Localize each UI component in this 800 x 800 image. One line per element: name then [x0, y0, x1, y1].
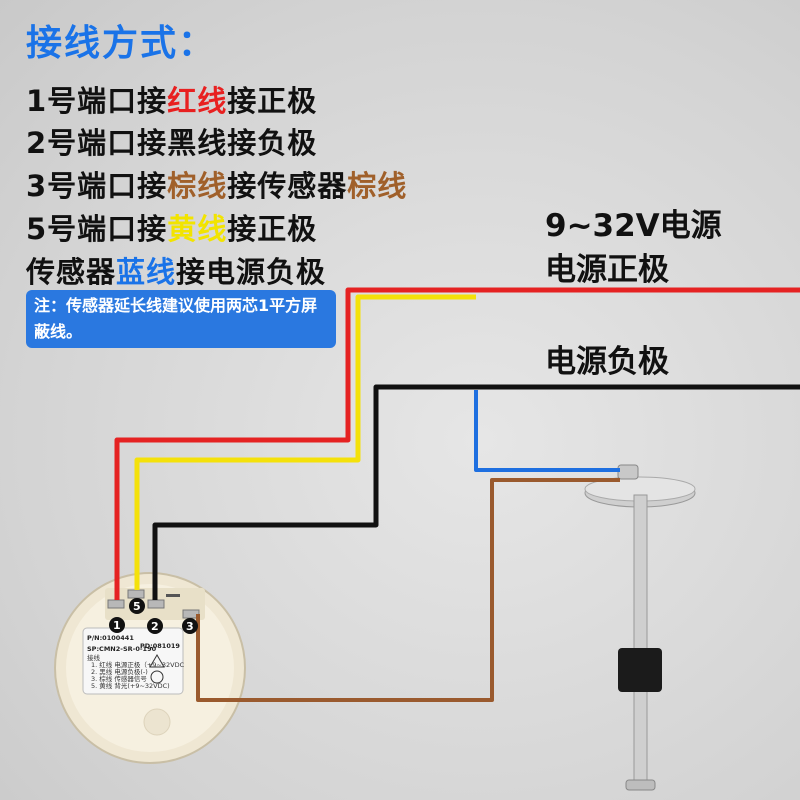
- wiring-step-3: 3号端口接棕线接传感器棕线: [26, 163, 407, 205]
- gauge-sp: SP:CMN2-SR-0-190: [87, 645, 157, 653]
- power-voltage-label: 9~32V电源: [545, 208, 722, 244]
- gauge-notes-title: 接线: [87, 653, 101, 662]
- step-wire-color: 黑线: [167, 126, 228, 160]
- ce-mark-icon: [150, 670, 164, 684]
- terminal-badge-label: 2: [151, 620, 159, 633]
- terminal-badges: 1 5 2 3: [109, 598, 198, 634]
- gauge-note-line: 2. 黑线 电源负极(-): [91, 667, 148, 676]
- terminal-badge-3: [182, 618, 198, 634]
- step-wire-color: 红线: [167, 84, 228, 118]
- gauge-mount-hole: [143, 708, 171, 736]
- step-text: 1号端口接: [26, 84, 168, 118]
- step-wire-color: 黄线: [167, 212, 228, 246]
- terminal-badge-label: 1: [113, 619, 121, 632]
- blue-wire: [474, 390, 620, 472]
- yellow-wire: [134, 294, 476, 590]
- terminal-1: [107, 599, 125, 609]
- step-wire-color: 蓝线: [116, 255, 177, 289]
- sensor-float: [618, 648, 662, 692]
- sensor-cable-gland: [617, 464, 639, 480]
- step-text: 传感器: [26, 255, 117, 289]
- level-sensor: [584, 464, 696, 791]
- power-negative-label: 电源负极: [545, 344, 669, 380]
- terminal-badge-label: 5: [133, 600, 141, 613]
- red-wire: [114, 287, 800, 600]
- gauge-note-line: 1. 红线 电源正极（+9~32VDC: [91, 660, 185, 669]
- gauge-note-line: 3. 棕线 传感器信号: [91, 674, 147, 683]
- gauge-pn: P/N:0100441: [87, 634, 134, 642]
- wiring-step-5: 5号端口接黄线接正极: [26, 206, 317, 248]
- gauge-pd: PD:081019: [140, 642, 180, 650]
- step-wire-color: 棕线: [347, 169, 408, 203]
- step-text: 接正极: [227, 84, 318, 118]
- step-text: 3号端口接: [26, 169, 168, 203]
- step-text: 接传感器: [227, 169, 348, 203]
- terminal-badge-5: [129, 598, 145, 614]
- page-title: 接线方式：: [26, 23, 217, 64]
- wires: [114, 287, 800, 702]
- gauge: P/N:0100441 PD:081019 SP:CMN2-SR-0-190 接…: [54, 572, 246, 764]
- note-box: 注：传感器延长线建议使用两芯1平方屏蔽线。: [26, 290, 336, 348]
- step-text: 接电源负极: [176, 255, 327, 289]
- terminal-5: [127, 589, 145, 599]
- gauge-note-line: 5. 黄线 背光(+9~32VDC): [91, 681, 170, 690]
- recycle-icon: [149, 654, 165, 668]
- step-text: 接正极: [227, 212, 318, 246]
- terminal-badge-2: [147, 618, 163, 634]
- sensor-rod-tip: [625, 779, 656, 791]
- wiring-step-2: 2号端口接黑线接负极: [26, 120, 317, 162]
- terminal-badge-1: [109, 617, 125, 633]
- step-text: 接负极: [227, 126, 318, 160]
- step-text: 2号端口接: [26, 126, 168, 160]
- terminal-badge-label: 3: [186, 620, 194, 633]
- step-wire-color: 棕线: [167, 169, 228, 203]
- sensor-rod: [633, 494, 648, 786]
- black-wire: [152, 384, 800, 600]
- terminal-2: [147, 599, 165, 609]
- wiring-step-1: 1号端口接红线接正极: [26, 78, 317, 120]
- step-text: 5号端口接: [26, 212, 168, 246]
- gauge-label-sticker: [82, 627, 184, 695]
- power-positive-label: 电源正极: [545, 252, 669, 288]
- brown-wire: [196, 478, 620, 702]
- terminal-divider: [166, 594, 180, 597]
- wiring-step-sensor: 传感器蓝线接电源负极: [26, 249, 326, 291]
